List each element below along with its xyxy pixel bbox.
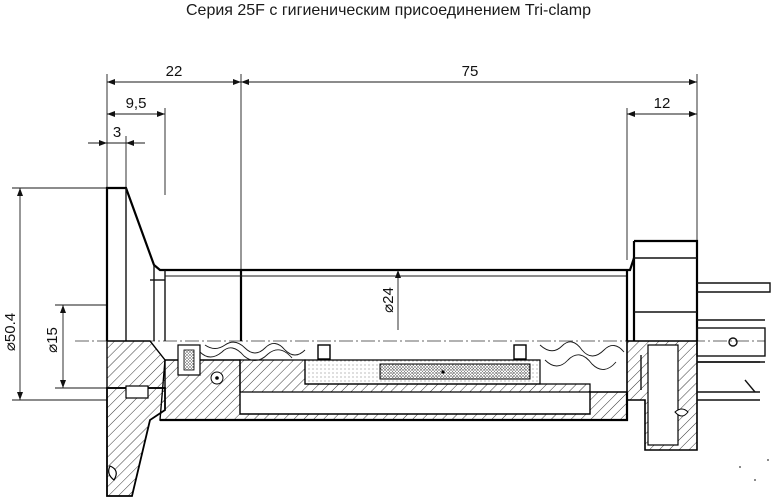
sensor-section-lower bbox=[106, 340, 760, 497]
drawing-title: Серия 25F с гигиеническим присоединением… bbox=[185, 2, 591, 19]
sensor-outline-upper bbox=[105, 186, 771, 363]
dim-label-diameter-50-4: ⌀50.4 bbox=[2, 313, 19, 351]
dim-label-diameter-15: ⌀15 bbox=[44, 327, 61, 353]
dim-label-12: 12 bbox=[654, 95, 671, 112]
dim-label-9-5: 9,5 bbox=[126, 95, 147, 112]
dim-label-75: 75 bbox=[462, 63, 479, 80]
dim-label-3: 3 bbox=[113, 124, 121, 141]
dim-label-diameter-24: ⌀24 bbox=[380, 287, 397, 313]
vertical-dimension-lines bbox=[12, 187, 107, 401]
dimension-lines bbox=[88, 74, 698, 335]
scan-artifacts bbox=[739, 459, 769, 481]
dim-label-22: 22 bbox=[166, 63, 183, 80]
